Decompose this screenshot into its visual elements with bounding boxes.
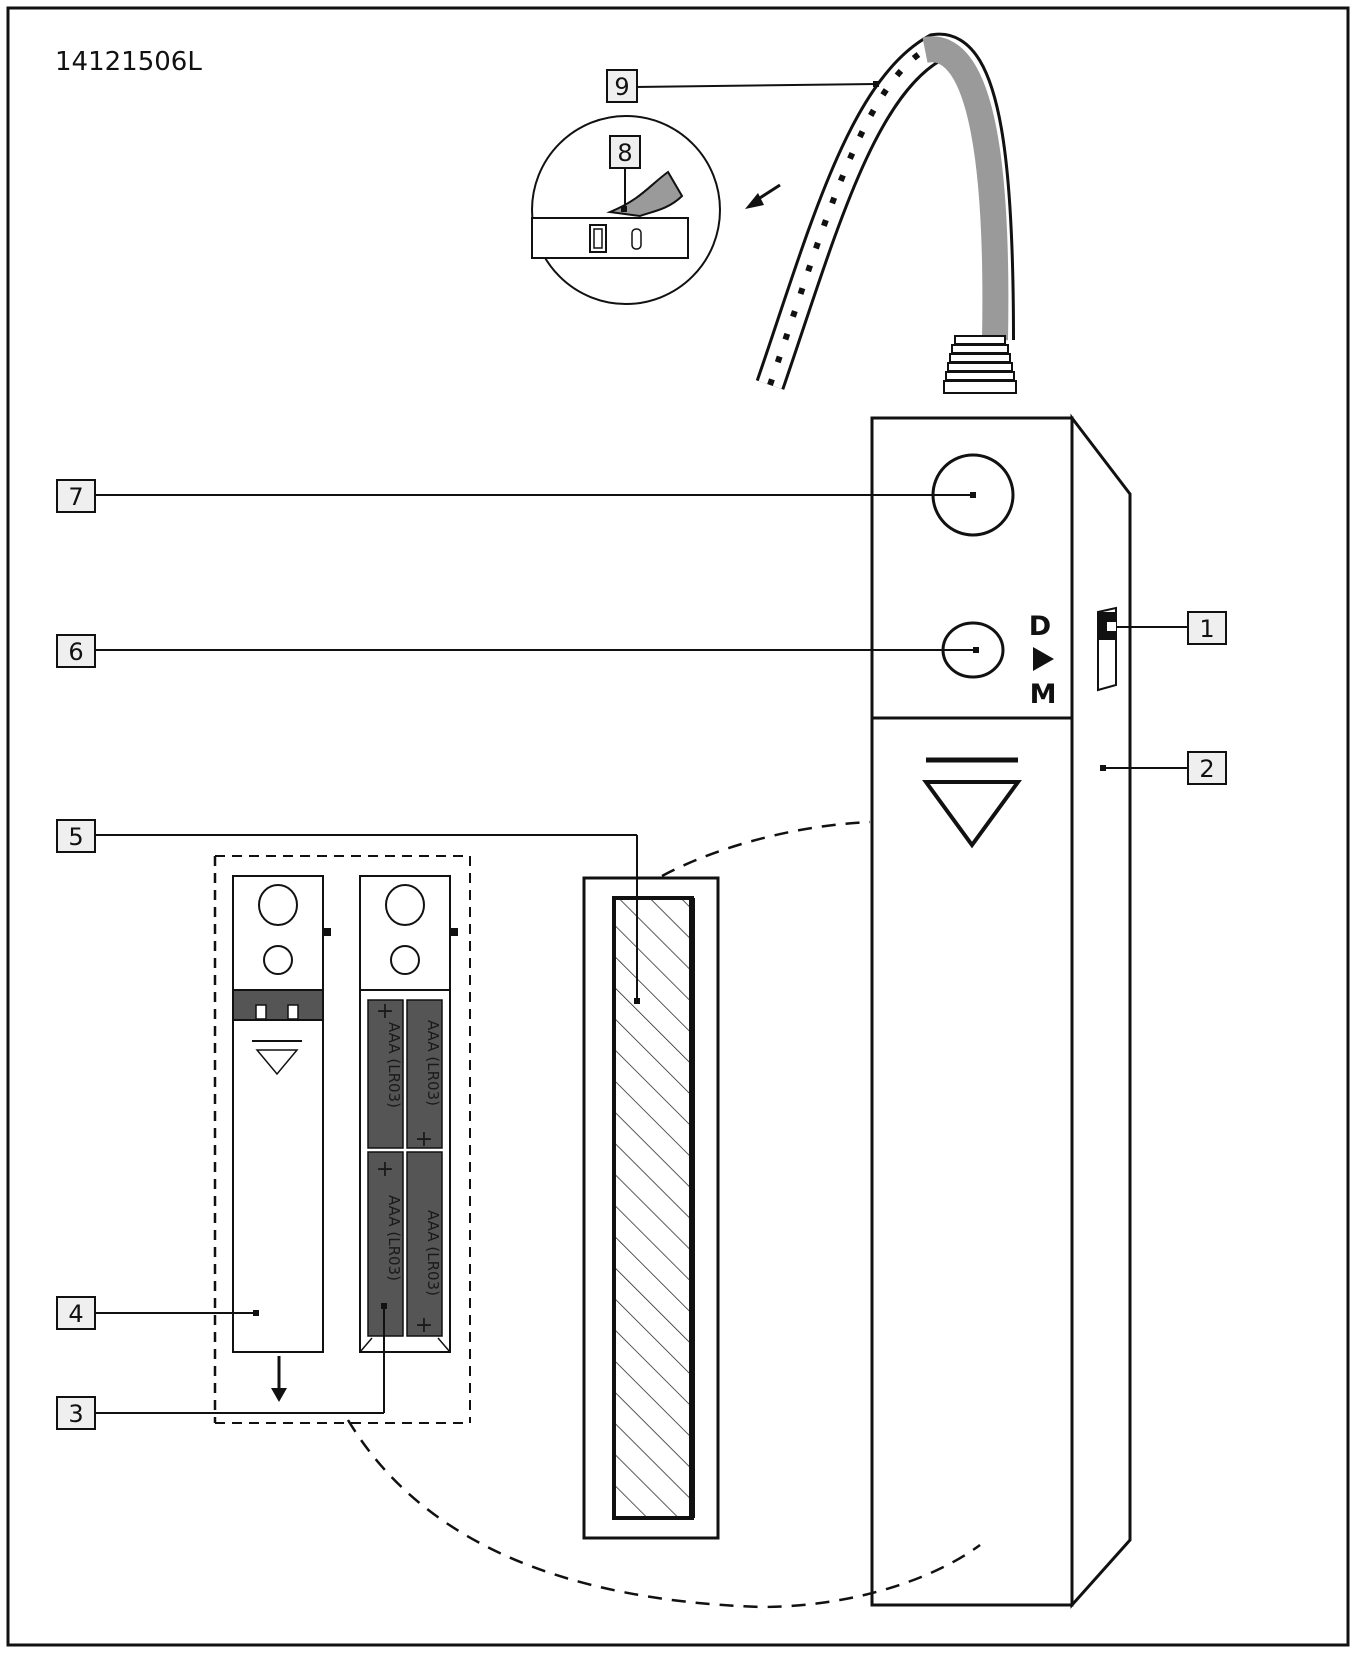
callout-9: 9 — [606, 69, 638, 103]
svg-text:4: 4 — [68, 1300, 83, 1328]
switch-arrow-icon — [1033, 647, 1054, 671]
callout-3: 3 — [56, 1396, 96, 1430]
slide-switch — [1097, 606, 1117, 692]
battery-2-label: AAA (LR03) — [424, 1020, 442, 1106]
zoom-arrow-icon — [745, 183, 781, 209]
page-frame — [6, 6, 1350, 1647]
battery-cover-unit — [232, 875, 331, 1353]
svg-text:1: 1 — [1199, 615, 1214, 643]
svg-text:6: 6 — [68, 638, 83, 666]
dashed-arc-top — [661, 820, 871, 878]
cover-open-icon — [922, 757, 1022, 849]
svg-text:7: 7 — [68, 483, 83, 511]
dashed-arc-bottom — [346, 1419, 981, 1609]
battery-3-label: AAA (LR03) — [385, 1195, 403, 1281]
callout-2: 2 — [1187, 751, 1227, 785]
svg-text:2: 2 — [1199, 755, 1214, 783]
battery-compartment-unit — [359, 875, 458, 1353]
battery-4-plus: + — [415, 1313, 433, 1338]
switch-label-d: D — [1029, 611, 1051, 642]
led-strip — [755, 32, 1015, 390]
switch-label-m: M — [1030, 679, 1057, 710]
cover-slide-arrow-icon — [271, 1356, 287, 1402]
battery-panel — [213, 855, 471, 1424]
adhesive-tape — [582, 876, 720, 1540]
callout-4: 4 — [56, 1296, 96, 1330]
strip-connector — [943, 335, 1017, 394]
leader-lines — [95, 81, 1188, 1414]
callout-8: 8 — [609, 135, 641, 169]
callout-1: 1 — [1187, 611, 1227, 645]
model-code: 14121506L — [55, 47, 202, 77]
battery-4-label: AAA (LR03) — [424, 1210, 442, 1296]
svg-text:5: 5 — [68, 823, 83, 851]
battery-1-label: AAA (LR03) — [385, 1022, 403, 1108]
callout-7: 7 — [56, 479, 96, 513]
battery-2-plus: + — [415, 1127, 433, 1152]
controller-box — [870, 413, 1132, 1609]
callout-6: 6 — [56, 634, 96, 668]
adhesive-zoom — [531, 115, 721, 305]
battery-3-plus: + — [376, 1157, 394, 1182]
battery-1-plus: + — [376, 999, 394, 1024]
callout-5: 5 — [56, 819, 96, 853]
svg-text:3: 3 — [68, 1400, 83, 1428]
svg-text:9: 9 — [614, 73, 629, 101]
svg-text:8: 8 — [617, 139, 632, 167]
